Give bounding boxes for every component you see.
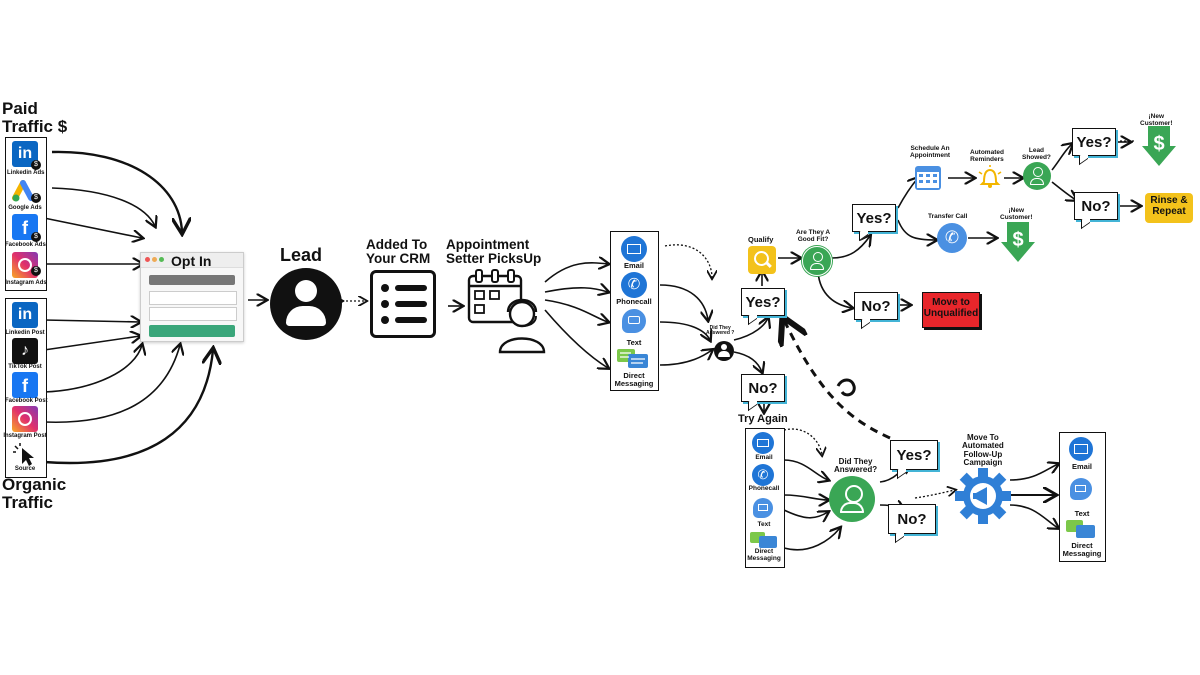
svg-text:$: $ bbox=[1153, 133, 1164, 155]
organic-traffic-title: Organic Traffic bbox=[2, 475, 67, 512]
did-answered-small-avatar-icon bbox=[714, 341, 734, 361]
move-unqualified-label: Move to Unqualified bbox=[923, 297, 979, 319]
lead-avatar-icon bbox=[270, 268, 342, 340]
channel-label: Phonecall bbox=[748, 485, 780, 492]
direct-messaging-icon bbox=[750, 532, 777, 548]
cursor-click-icon bbox=[13, 443, 34, 466]
calendar-icon bbox=[915, 166, 941, 190]
facebook-icon: f bbox=[12, 372, 38, 398]
good-fit-label: Are They A Good Fit? bbox=[796, 229, 831, 243]
yes-bubble-upper: Yes? bbox=[741, 288, 785, 316]
linkedin-icon: in bbox=[12, 302, 38, 328]
did-answered-avatar-icon bbox=[829, 476, 875, 522]
form-input[interactable] bbox=[149, 291, 237, 305]
reminders-label: Automated Reminders bbox=[970, 149, 1004, 163]
channel-label: Direct Messaging bbox=[747, 548, 781, 562]
direct-messaging-icon bbox=[617, 349, 648, 368]
optin-form: Opt In bbox=[140, 252, 244, 342]
email-icon bbox=[1069, 437, 1093, 461]
source-label: Instagram Ads bbox=[5, 280, 47, 286]
crm-title: Added To Your CRM bbox=[366, 237, 431, 267]
new-customer-label: ¡New Customer! bbox=[1140, 113, 1173, 127]
channel-label: Direct Messaging bbox=[614, 371, 654, 388]
try-again-label: Try Again bbox=[738, 413, 788, 425]
appointment-setter-icon bbox=[467, 269, 546, 354]
source-label: Source bbox=[14, 466, 36, 472]
text-message-icon bbox=[1070, 478, 1092, 500]
crm-list-icon bbox=[370, 270, 436, 338]
source-label: Linkedin Ads bbox=[7, 170, 45, 176]
no-bubble-upper: No? bbox=[741, 374, 785, 402]
qualify-magnifier-icon bbox=[748, 246, 776, 274]
source-label: Facebook Post bbox=[5, 398, 48, 404]
linkedin-icon: in bbox=[12, 141, 38, 167]
bell-icon bbox=[978, 165, 1002, 188]
move-unqualified-badge: Move to Unqualified bbox=[922, 292, 980, 328]
paid-traffic-title: Paid Traffic $ bbox=[2, 99, 68, 136]
schedule-label: Schedule An Appointment bbox=[910, 145, 951, 159]
google-ads-icon bbox=[12, 180, 34, 202]
instagram-icon bbox=[12, 406, 38, 432]
lead-showed-label: Lead Showed? bbox=[1022, 147, 1051, 161]
yes-bubble-fit: Yes? bbox=[852, 204, 896, 232]
form-submit-button[interactable] bbox=[149, 325, 235, 337]
channel-label: Text bbox=[626, 338, 642, 347]
form-bar bbox=[149, 275, 235, 285]
did-answered-label: Did They Answered? bbox=[834, 457, 878, 475]
optin-title: Opt In bbox=[171, 253, 212, 269]
no-bubble-lower: No? bbox=[888, 504, 936, 534]
channel-label: Email bbox=[623, 261, 644, 270]
dollar-badge-icon: $ bbox=[31, 232, 41, 242]
dollar-badge-icon: $ bbox=[31, 160, 41, 170]
followup-label: Move To Automated Follow-Up Campaign bbox=[962, 433, 1004, 468]
phone-icon: ✆ bbox=[752, 464, 774, 486]
channel-label: Text bbox=[1074, 509, 1090, 518]
tiktok-icon: ♪ bbox=[12, 338, 38, 364]
channel-label: Email bbox=[755, 454, 773, 461]
phone-icon: ✆ bbox=[937, 223, 967, 253]
source-label: Instagram Post bbox=[3, 433, 47, 439]
lead-title: Lead bbox=[280, 245, 323, 265]
dollar-badge-icon: $ bbox=[31, 266, 41, 276]
new-customer-label: ¡New Customer! bbox=[1000, 207, 1033, 221]
channel-label: Direct Messaging bbox=[1062, 541, 1102, 558]
good-fit-avatar-icon bbox=[802, 246, 832, 276]
no-bubble-fit: No? bbox=[854, 292, 898, 320]
email-icon bbox=[621, 236, 647, 262]
lead-showed-avatar-icon bbox=[1023, 162, 1051, 190]
source-label: Google Ads bbox=[8, 205, 42, 211]
megaphone-gear-icon bbox=[955, 468, 1011, 524]
source-label: Linkedin Post bbox=[5, 330, 45, 336]
channel-label: Phonecall bbox=[616, 297, 652, 306]
email-icon bbox=[752, 432, 774, 454]
yes-bubble-showed: Yes? bbox=[1072, 128, 1116, 156]
did-answered-small-label: Did They Answered ? bbox=[706, 325, 735, 337]
source-label: Facebook Ads bbox=[5, 242, 46, 248]
dollar-arrow-icon: $ bbox=[1142, 126, 1176, 166]
channel-label: Text bbox=[757, 521, 771, 528]
svg-text:$: $ bbox=[1012, 229, 1023, 251]
source-label: TikTok Post bbox=[8, 364, 42, 370]
dollar-badge-icon: $ bbox=[31, 193, 41, 203]
rinse-repeat-label: Rinse & Repeat bbox=[1150, 195, 1188, 217]
text-message-icon bbox=[753, 498, 773, 518]
text-message-icon bbox=[622, 309, 646, 333]
qualify-label: Qualify bbox=[748, 235, 774, 244]
no-bubble-showed: No? bbox=[1074, 192, 1118, 220]
channel-label: Email bbox=[1071, 462, 1092, 471]
direct-messaging-icon bbox=[1066, 520, 1095, 538]
dollar-arrow-icon: $ bbox=[1001, 222, 1035, 262]
setter-title: Appointment Setter PicksUp bbox=[446, 237, 542, 267]
phone-icon: ✆ bbox=[621, 272, 647, 298]
transfer-call-label: Transfer Call bbox=[928, 213, 968, 220]
rinse-repeat-badge: Rinse & Repeat bbox=[1145, 193, 1193, 223]
form-input[interactable] bbox=[149, 307, 237, 321]
yes-bubble-lower: Yes? bbox=[890, 440, 938, 470]
